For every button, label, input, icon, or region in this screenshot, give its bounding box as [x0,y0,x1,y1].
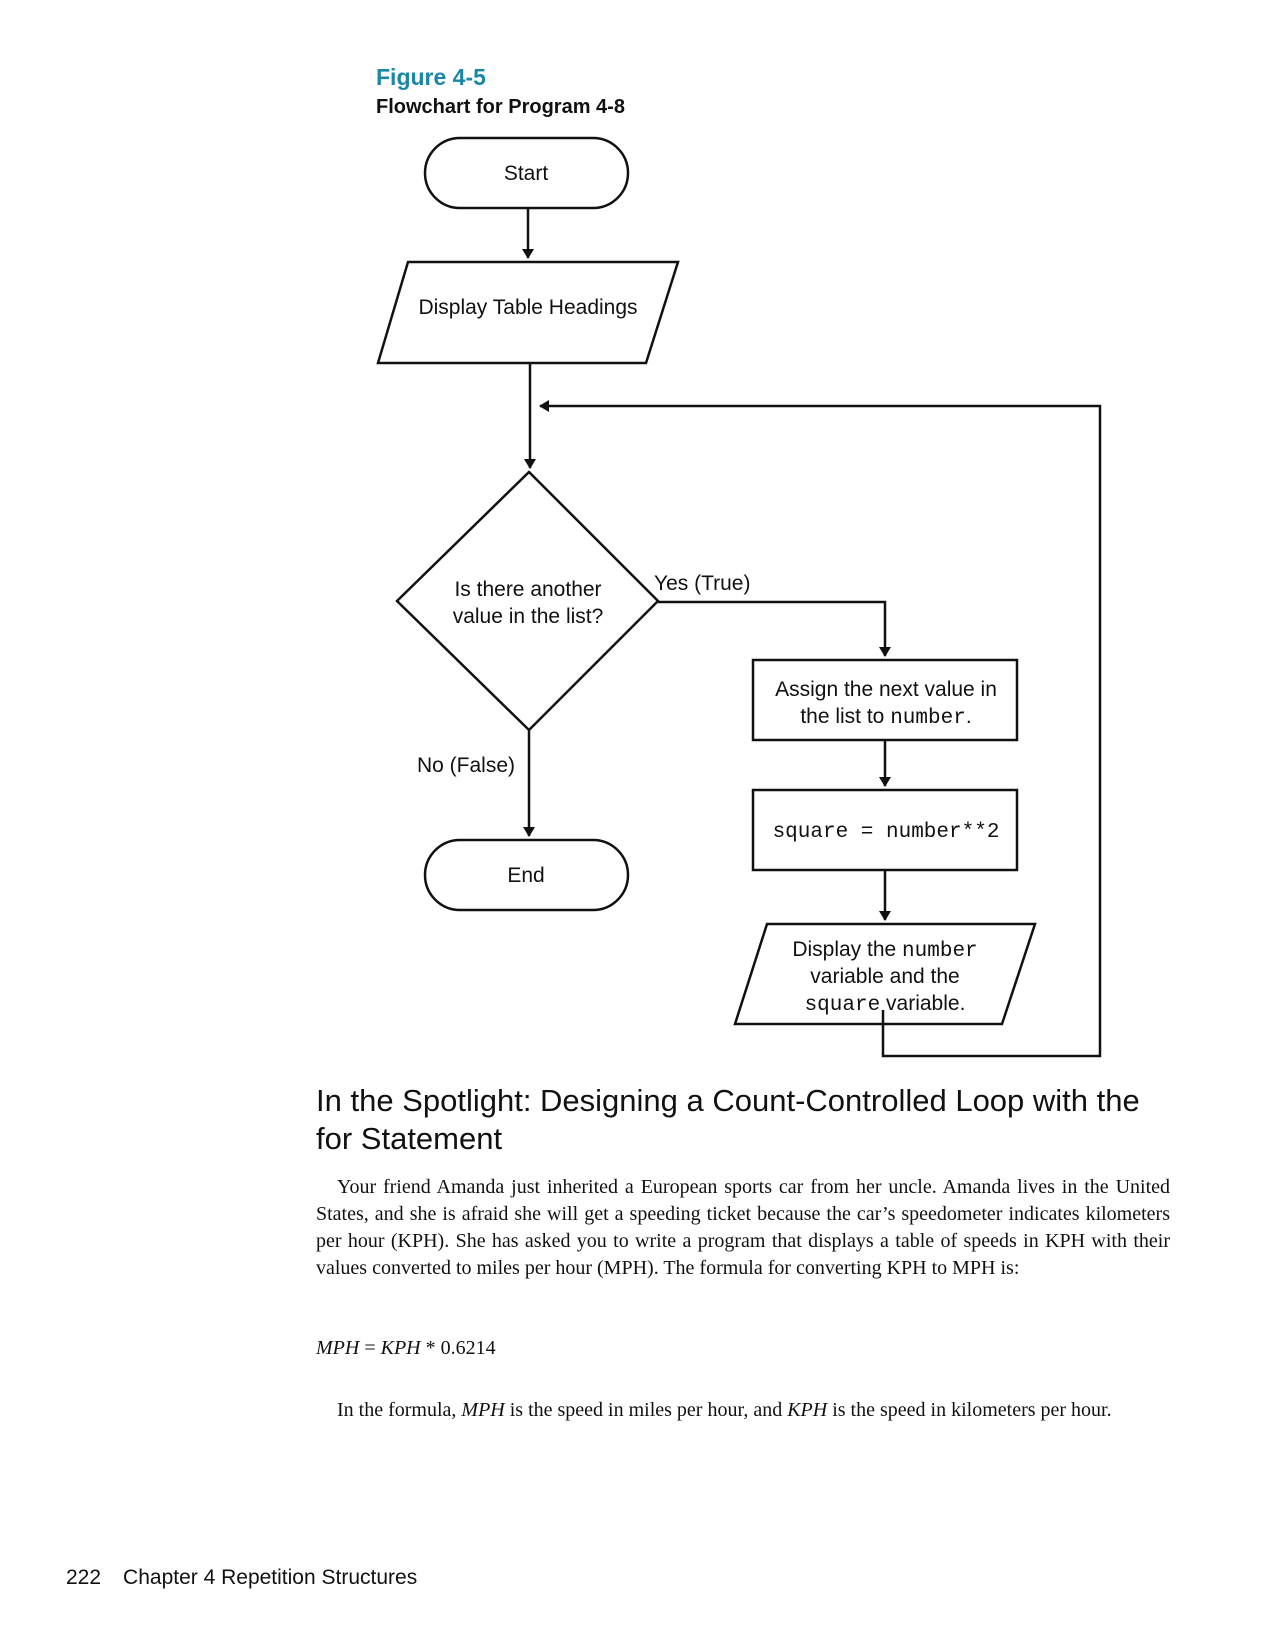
figure-caption: Flowchart for Program 4-8 [376,96,625,118]
yes-label: Yes (True) [654,572,750,595]
display-text-line3: square variable. [805,992,966,1017]
formula: MPH = KPH * 0.6214 [316,1337,496,1359]
decision-diamond: Is there another value in the list? [395,470,660,732]
display-text-line1: Display the number [792,938,977,963]
assign-text-line2: the list to number. [800,705,971,730]
square-process: square = number**2 [751,788,1019,872]
assign-text-line1: Assign the next value in [775,678,997,701]
start-terminal: Start [423,136,630,210]
page-footer: 222 Chapter 4 Repetition Structures [66,1566,417,1590]
decision-text-line2: value in the list? [453,605,604,628]
end-terminal: End [423,838,630,912]
display-output-io: Display the number variable and the squa… [733,922,1037,1026]
loop-back-arrow [539,400,1102,1058]
decision-text-line1: Is there another [454,578,601,601]
flowchart: Start Display Table Headings Is there an… [376,136,1102,1058]
paragraph-1: Your friend Amanda just inherited a Euro… [316,1176,1170,1279]
display-headings-label: Display Table Headings [418,296,637,319]
paragraph-2: In the formula, MPH is the speed in mile… [337,1399,1112,1421]
no-label: No (False) [417,754,515,777]
page-number: 222 [66,1566,102,1589]
square-code: square = number**2 [773,821,1000,844]
figure-label: Figure 4-5 [376,64,486,90]
chapter-title: Chapter 4 Repetition Structures [123,1566,418,1589]
arrow-yes-branch [658,600,891,657]
display-headings-io: Display Table Headings [376,260,680,365]
start-label: Start [504,162,549,185]
section-heading: In the Spotlight: Designing a Count-Cont… [316,1083,1140,1156]
assign-process: Assign the next value in the list to num… [751,658,1019,742]
display-text-line2: variable and the [810,965,959,988]
end-label: End [507,864,544,887]
